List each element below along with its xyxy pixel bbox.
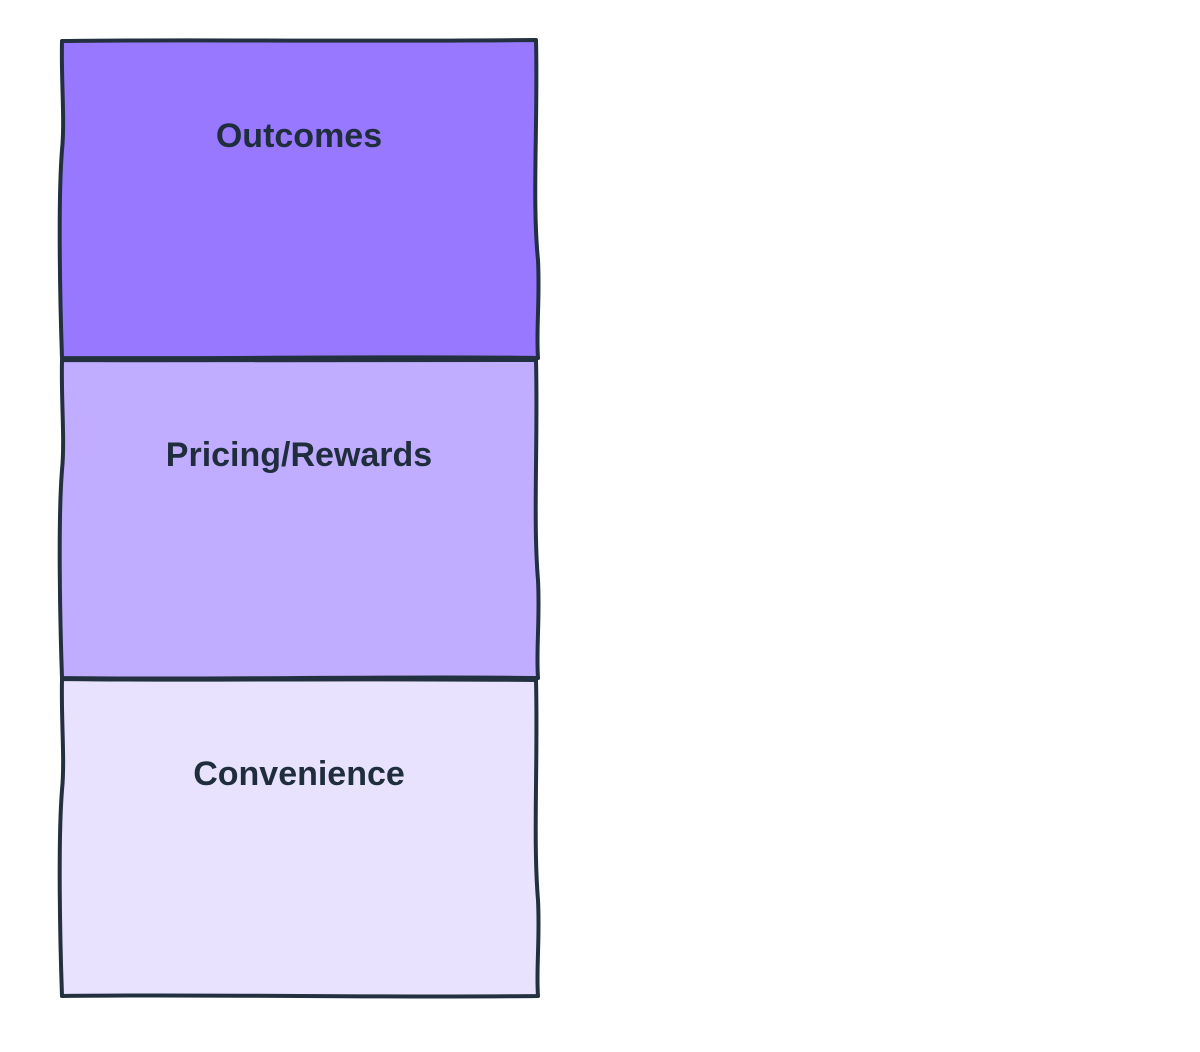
block-convenience-label: Convenience [193,755,405,793]
block-convenience: Convenience [57,677,541,999]
block-outcomes-label: Outcomes [216,117,382,155]
block-outcomes-fill [59,40,539,359]
block-pricing-rewards-fill [59,359,539,679]
block-pricing-rewards-label: Pricing/Rewards [166,436,432,474]
block-convenience-fill [59,679,539,997]
block-pricing-rewards: Pricing/Rewards [57,357,541,681]
block-convenience-outline [57,677,541,999]
block-outcomes-outline [57,38,541,361]
block-pricing-rewards-outline [57,357,541,681]
block-outcomes: Outcomes [57,38,541,361]
